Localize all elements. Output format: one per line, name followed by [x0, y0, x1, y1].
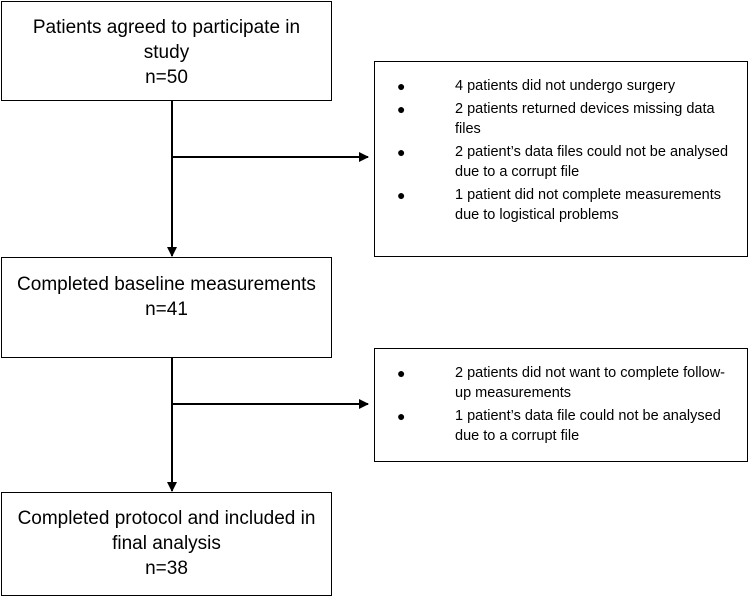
bullet-icon: ●	[397, 78, 406, 94]
stage-box-final-line-2: final analysis	[112, 533, 221, 554]
stage-box-final-analysis: Completed protocol and included in final…	[1, 492, 332, 596]
stage-box-final-count: n=38	[145, 558, 188, 579]
exclusion-item: ● 2 patient’s data files could not be an…	[397, 142, 739, 182]
bullet-icon: ●	[397, 187, 406, 203]
stage-box-final-line-1: Completed protocol and included in	[17, 508, 316, 529]
exclusion-item: ● 1 patient did not complete measurement…	[397, 185, 739, 225]
bullet-icon: ●	[397, 101, 406, 117]
stage-box-baseline-line-1: Completed baseline measurements	[17, 274, 316, 295]
exclusion-list-2: ● 2 patients did not want to complete fo…	[397, 363, 739, 446]
stage-box-baseline-count: n=41	[145, 299, 188, 320]
exclusion-item: ● 2 patients returned devices missing da…	[397, 99, 739, 139]
stage-box-enrolled-line-2: study	[143, 42, 190, 63]
bullet-icon: ●	[397, 144, 406, 160]
exclusion-item: ● 2 patients did not want to complete fo…	[397, 363, 739, 403]
exclusion-item-text: 1 patient did not complete measurements …	[455, 187, 721, 223]
exclusion-box-2: ● 2 patients did not want to complete fo…	[374, 348, 748, 462]
exclusion-item-text: 1 patient’s data file could not be analy…	[455, 408, 721, 444]
exclusion-item-text: 2 patients did not want to complete foll…	[455, 365, 726, 401]
exclusion-item-text: 2 patient’s data files could not be anal…	[455, 144, 729, 180]
stage-box-enrolled: Patients agreed to participate in study …	[1, 1, 332, 101]
exclusion-item: ● 4 patients did not undergo surgery	[397, 76, 739, 96]
exclusion-box-1: ● 4 patients did not undergo surgery ● 2…	[374, 61, 748, 257]
exclusion-item-text: 4 patients did not undergo surgery	[455, 78, 676, 94]
exclusion-item-text: 2 patients returned devices missing data…	[455, 101, 715, 137]
stage-box-enrolled-line-1: Patients agreed to participate in	[32, 17, 301, 38]
exclusion-item: ● 1 patient’s data file could not be ana…	[397, 406, 739, 446]
stage-box-baseline: Completed baseline measurements n=41	[1, 257, 332, 358]
stage-box-enrolled-count: n=50	[145, 67, 188, 88]
exclusion-list-1: ● 4 patients did not undergo surgery ● 2…	[397, 76, 739, 225]
bullet-icon: ●	[397, 408, 406, 424]
bullet-icon: ●	[397, 365, 406, 381]
